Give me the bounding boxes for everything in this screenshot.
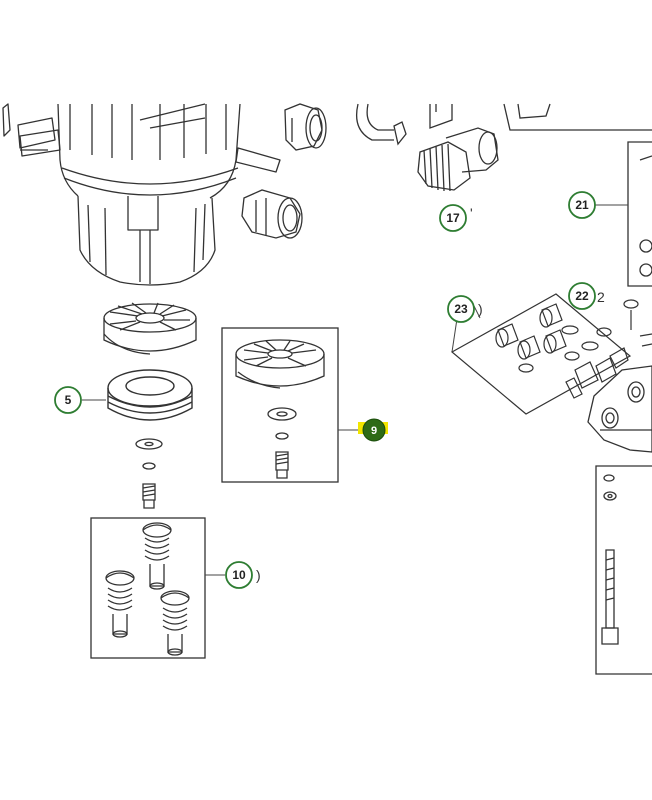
callout-21[interactable]: 21 [568,191,596,219]
valve-kit-10-box [90,517,206,659]
small-parts-top-drawing [429,103,652,131]
callout-22-label: 22 [575,289,589,303]
callout-5[interactable]: 5 [54,386,82,414]
valve-kit-23-drawing [450,293,639,415]
stray-mark-17: ' [470,205,473,221]
callout-23-label: 23 [454,302,468,316]
washer-bolt-left-drawing [135,438,163,509]
impeller-kit-9-box [221,327,339,483]
coupler-17-drawing [417,127,499,192]
bolt-kit-box-drawing [595,465,652,675]
callout-10-label: 10 [232,568,246,582]
callout-17-label: 17 [446,211,460,225]
callout-10[interactable]: 10 [225,561,253,589]
callout-23[interactable]: 23 [447,295,475,323]
callout-21-label: 21 [575,198,589,212]
callout-9-label: 9 [371,425,377,437]
stray-mark-23: ) [478,301,483,317]
leader-lines [82,204,628,576]
inlet-fitting-lower-drawing [241,189,303,239]
stray-mark-22: 2 [597,289,605,305]
callout-5-label: 5 [65,393,72,407]
callout-22[interactable]: 22 [568,282,596,310]
callout-9[interactable]: 9 [358,418,388,442]
hose-drawing [355,103,407,146]
impeller-drawing [103,302,197,355]
parts-box-21 [627,141,652,287]
callout-17[interactable]: 17 [439,204,467,232]
inlet-fitting-upper-drawing [284,103,327,151]
seal-ring-5-drawing [107,369,193,421]
pump-head-drawing [587,333,652,453]
stray-mark-10: ) [256,567,261,583]
motor-housing-drawing [2,103,281,286]
